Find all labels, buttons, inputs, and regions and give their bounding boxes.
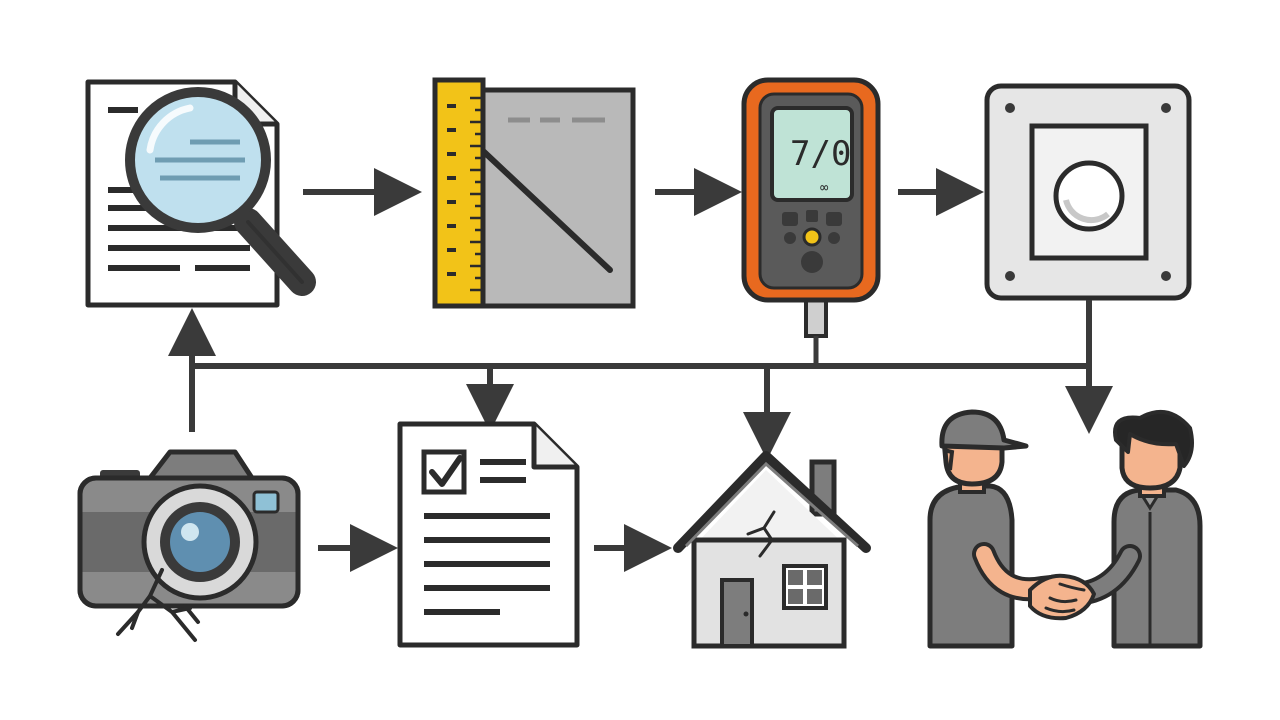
meter-display-text: 7/0 bbox=[790, 134, 851, 174]
cracked-house-icon bbox=[673, 451, 871, 649]
wall-panel-icon bbox=[984, 83, 1192, 301]
camera-crack-icon bbox=[77, 449, 301, 642]
ruler-panel-icon bbox=[432, 77, 636, 309]
moisture-meter-icon: 7/0 ∞ bbox=[741, 77, 881, 366]
crack-lines bbox=[116, 568, 200, 642]
crack-lines bbox=[758, 510, 776, 558]
document-magnifier-icon bbox=[85, 79, 316, 308]
handshake-icon bbox=[927, 409, 1203, 649]
meter-display-symbol: ∞ bbox=[820, 180, 829, 196]
connector-lines bbox=[168, 300, 1113, 460]
ruler-ticks bbox=[470, 96, 483, 292]
checklist-document-icon bbox=[397, 421, 580, 648]
